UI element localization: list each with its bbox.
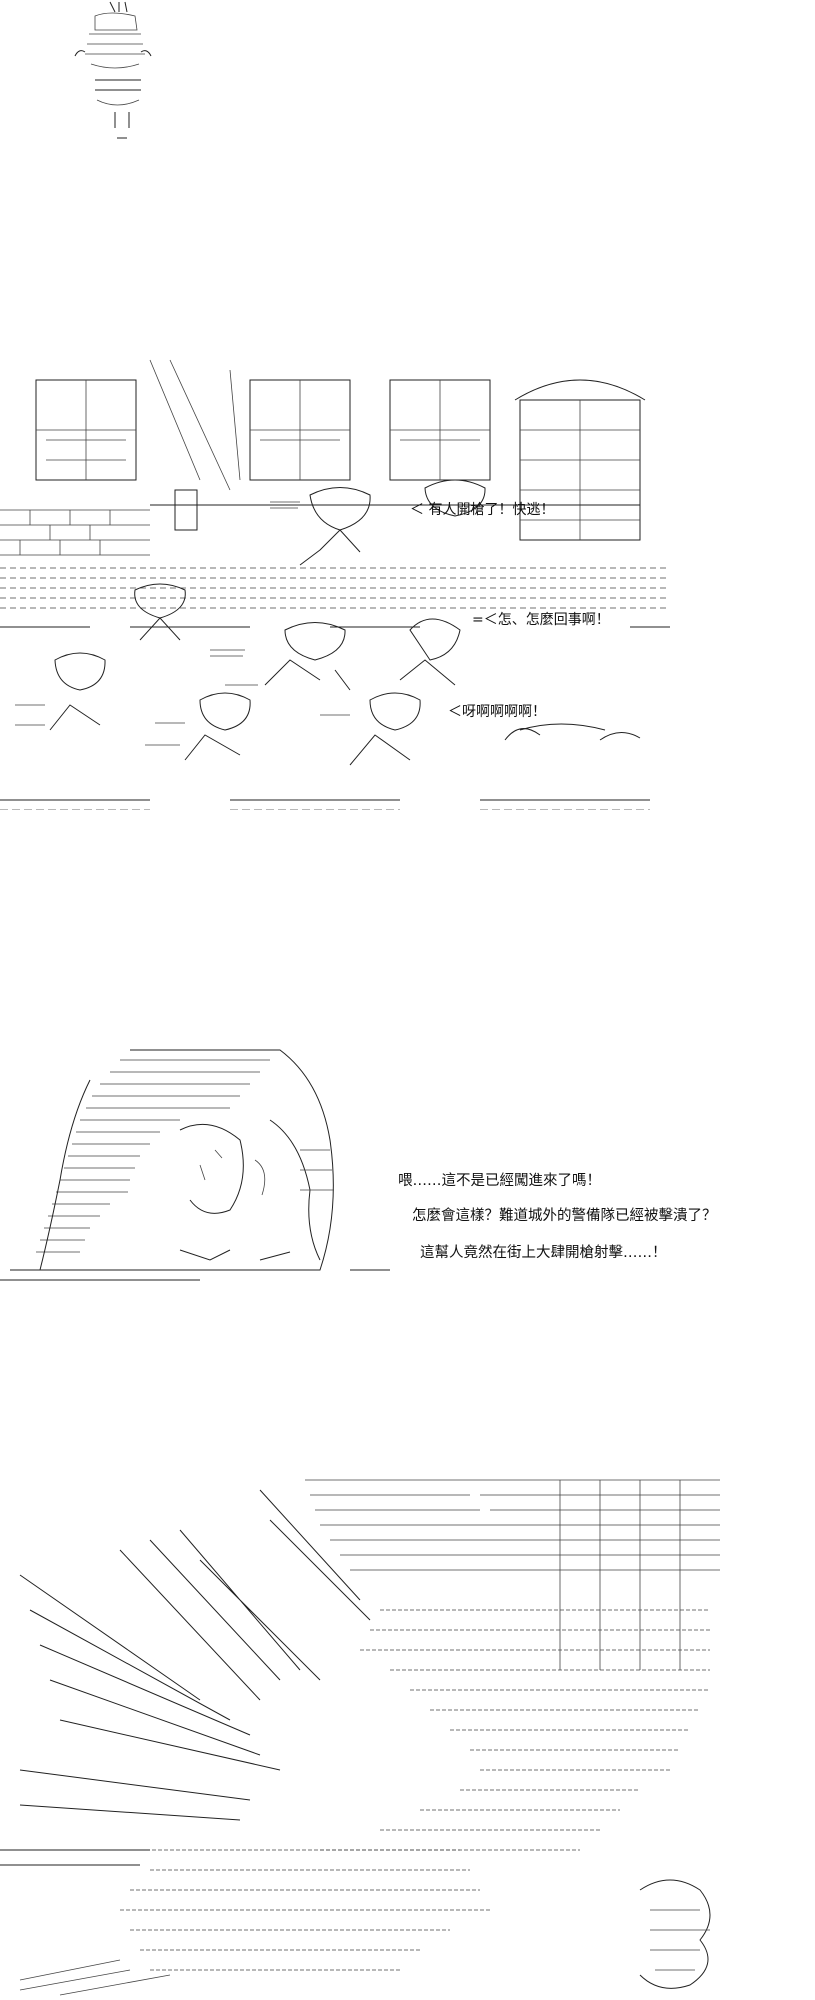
speech-what-happened: =＜怎、怎麼回事啊！ — [472, 612, 610, 628]
ascii-art-explosion — [0, 1470, 815, 2000]
speech-scream: ＜呀啊啊啊啊！ — [448, 704, 546, 720]
ascii-art-hooded-figure — [0, 1020, 400, 1290]
narration-line-1: 喂……這不是已經闖進來了嗎！ — [398, 1173, 601, 1189]
ascii-art-figure — [55, 0, 165, 150]
narration-line-3: 這幫人竟然在街上大肆開槍射擊……！ — [420, 1245, 667, 1261]
ascii-art-street-scene — [0, 340, 815, 810]
narration-line-2: 怎麼會這樣？難道城外的警備隊已經被擊潰了？ — [412, 1208, 717, 1224]
speech-someone-fired: ＜ 有人開槍了！快逃！ — [410, 502, 555, 518]
